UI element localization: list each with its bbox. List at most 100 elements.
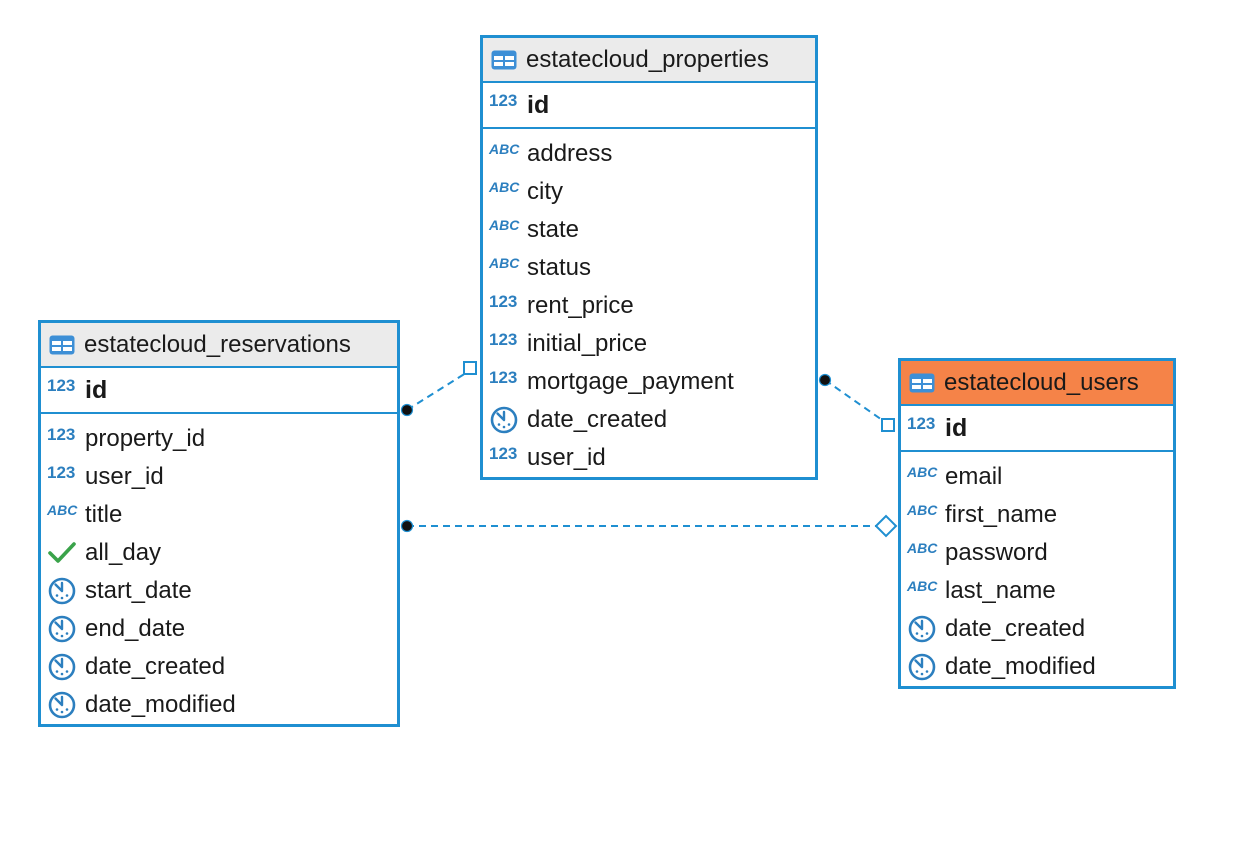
string-type-icon: ABC: [489, 255, 520, 271]
column-row[interactable]: ABC address: [483, 135, 815, 173]
datetime-type-icon: [47, 652, 81, 682]
column-name: date_created: [527, 406, 668, 433]
column-row[interactable]: ABC status: [483, 249, 815, 287]
relationship-line: [406, 372, 467, 411]
entity-title: estatecloud_reservations: [84, 330, 351, 358]
column-row[interactable]: 123 property_id: [41, 420, 397, 458]
column-row[interactable]: 123 rent_price: [483, 287, 815, 325]
number-type-icon: 123: [47, 376, 76, 395]
relationship-line: [824, 379, 886, 423]
column-name: mortgage_payment: [527, 368, 734, 395]
relationship-square-end: [881, 418, 895, 432]
entity-title: estatecloud_users: [944, 368, 1139, 396]
string-type-icon: ABC: [47, 502, 78, 518]
relationship-dot-end: [400, 403, 414, 417]
column-name: id: [527, 90, 550, 119]
relationship-reservations-users[interactable]: [400, 514, 898, 538]
column-row[interactable]: date_created: [41, 648, 397, 686]
column-name: status: [527, 254, 592, 281]
column-name: password: [945, 539, 1048, 566]
table-icon: [49, 335, 75, 354]
column-name: user_id: [85, 463, 164, 490]
column-row[interactable]: ABC title: [41, 496, 397, 534]
number-type-icon: 123: [47, 463, 76, 482]
primary-key-column[interactable]: 123 id: [47, 371, 107, 409]
relationship-square-end: [463, 361, 477, 375]
entity-header[interactable]: estatecloud_users: [901, 361, 1173, 406]
string-type-icon: ABC: [907, 578, 938, 594]
primary-key-section: 123 id: [483, 83, 815, 129]
column-row[interactable]: end_date: [41, 610, 397, 648]
column-name: property_id: [85, 425, 206, 452]
column-name: city: [527, 178, 563, 205]
column-row[interactable]: ABC city: [483, 173, 815, 211]
column-name: date_modified: [945, 653, 1096, 680]
relationship-reservations-properties[interactable]: [400, 361, 477, 417]
column-row[interactable]: date_created: [901, 610, 1173, 648]
primary-key-column[interactable]: 123 id: [489, 86, 549, 124]
number-type-icon: 123: [47, 425, 76, 444]
column-name: date_created: [945, 615, 1086, 642]
number-type-icon: 123: [489, 330, 518, 349]
column-name: initial_price: [527, 330, 648, 357]
string-type-icon: ABC: [489, 179, 520, 195]
column-row[interactable]: ABC password: [901, 534, 1173, 572]
relationship-dot-end: [400, 519, 414, 533]
column-name: title: [85, 501, 123, 528]
string-type-icon: ABC: [489, 141, 520, 157]
column-name: id: [945, 413, 968, 442]
column-row[interactable]: start_date: [41, 572, 397, 610]
column-name: date_created: [85, 653, 226, 680]
column-row[interactable]: ABC state: [483, 211, 815, 249]
datetime-type-icon: [489, 405, 523, 435]
column-name: user_id: [527, 444, 606, 471]
table-icon: [909, 373, 935, 392]
table-icon: [491, 50, 517, 69]
primary-key-column[interactable]: 123 id: [907, 409, 967, 447]
number-type-icon: 123: [489, 444, 518, 463]
entity-header[interactable]: estatecloud_properties: [483, 38, 815, 83]
datetime-type-icon: [907, 652, 941, 682]
column-row[interactable]: date_created: [483, 401, 815, 439]
primary-key-section: 123 id: [41, 368, 397, 414]
number-type-icon: 123: [907, 414, 936, 433]
string-type-icon: ABC: [907, 540, 938, 556]
relationship-diamond-end: [874, 514, 898, 538]
column-name: state: [527, 216, 580, 243]
column-row[interactable]: all_day: [41, 534, 397, 572]
column-name: first_name: [945, 501, 1058, 528]
string-type-icon: ABC: [907, 464, 938, 480]
boolean-type-icon: [47, 538, 81, 568]
column-name: id: [85, 375, 108, 404]
column-row[interactable]: 123 user_id: [483, 439, 815, 477]
primary-key-section: 123 id: [901, 406, 1173, 452]
relationship-properties-users[interactable]: [818, 373, 895, 432]
column-row[interactable]: date_modified: [901, 648, 1173, 686]
entity-title: estatecloud_properties: [526, 45, 769, 73]
column-name: date_modified: [85, 691, 236, 718]
column-row[interactable]: date_modified: [41, 686, 397, 724]
datetime-type-icon: [47, 690, 81, 720]
entity-estatecloud-reservations[interactable]: estatecloud_reservations 123 id 123 property…: [38, 320, 400, 727]
relationship-dot-end: [818, 373, 832, 387]
datetime-type-icon: [47, 576, 81, 606]
entity-header[interactable]: estatecloud_reservations: [41, 323, 397, 368]
column-name: all_day: [85, 539, 162, 566]
column-row[interactable]: 123 initial_price: [483, 325, 815, 363]
column-name: rent_price: [527, 292, 634, 319]
datetime-type-icon: [907, 614, 941, 644]
column-name: address: [527, 140, 613, 167]
column-row[interactable]: 123 mortgage_payment: [483, 363, 815, 401]
number-type-icon: 123: [489, 292, 518, 311]
string-type-icon: ABC: [489, 217, 520, 233]
column-row[interactable]: 123 user_id: [41, 458, 397, 496]
number-type-icon: 123: [489, 368, 518, 387]
number-type-icon: 123: [489, 91, 518, 110]
